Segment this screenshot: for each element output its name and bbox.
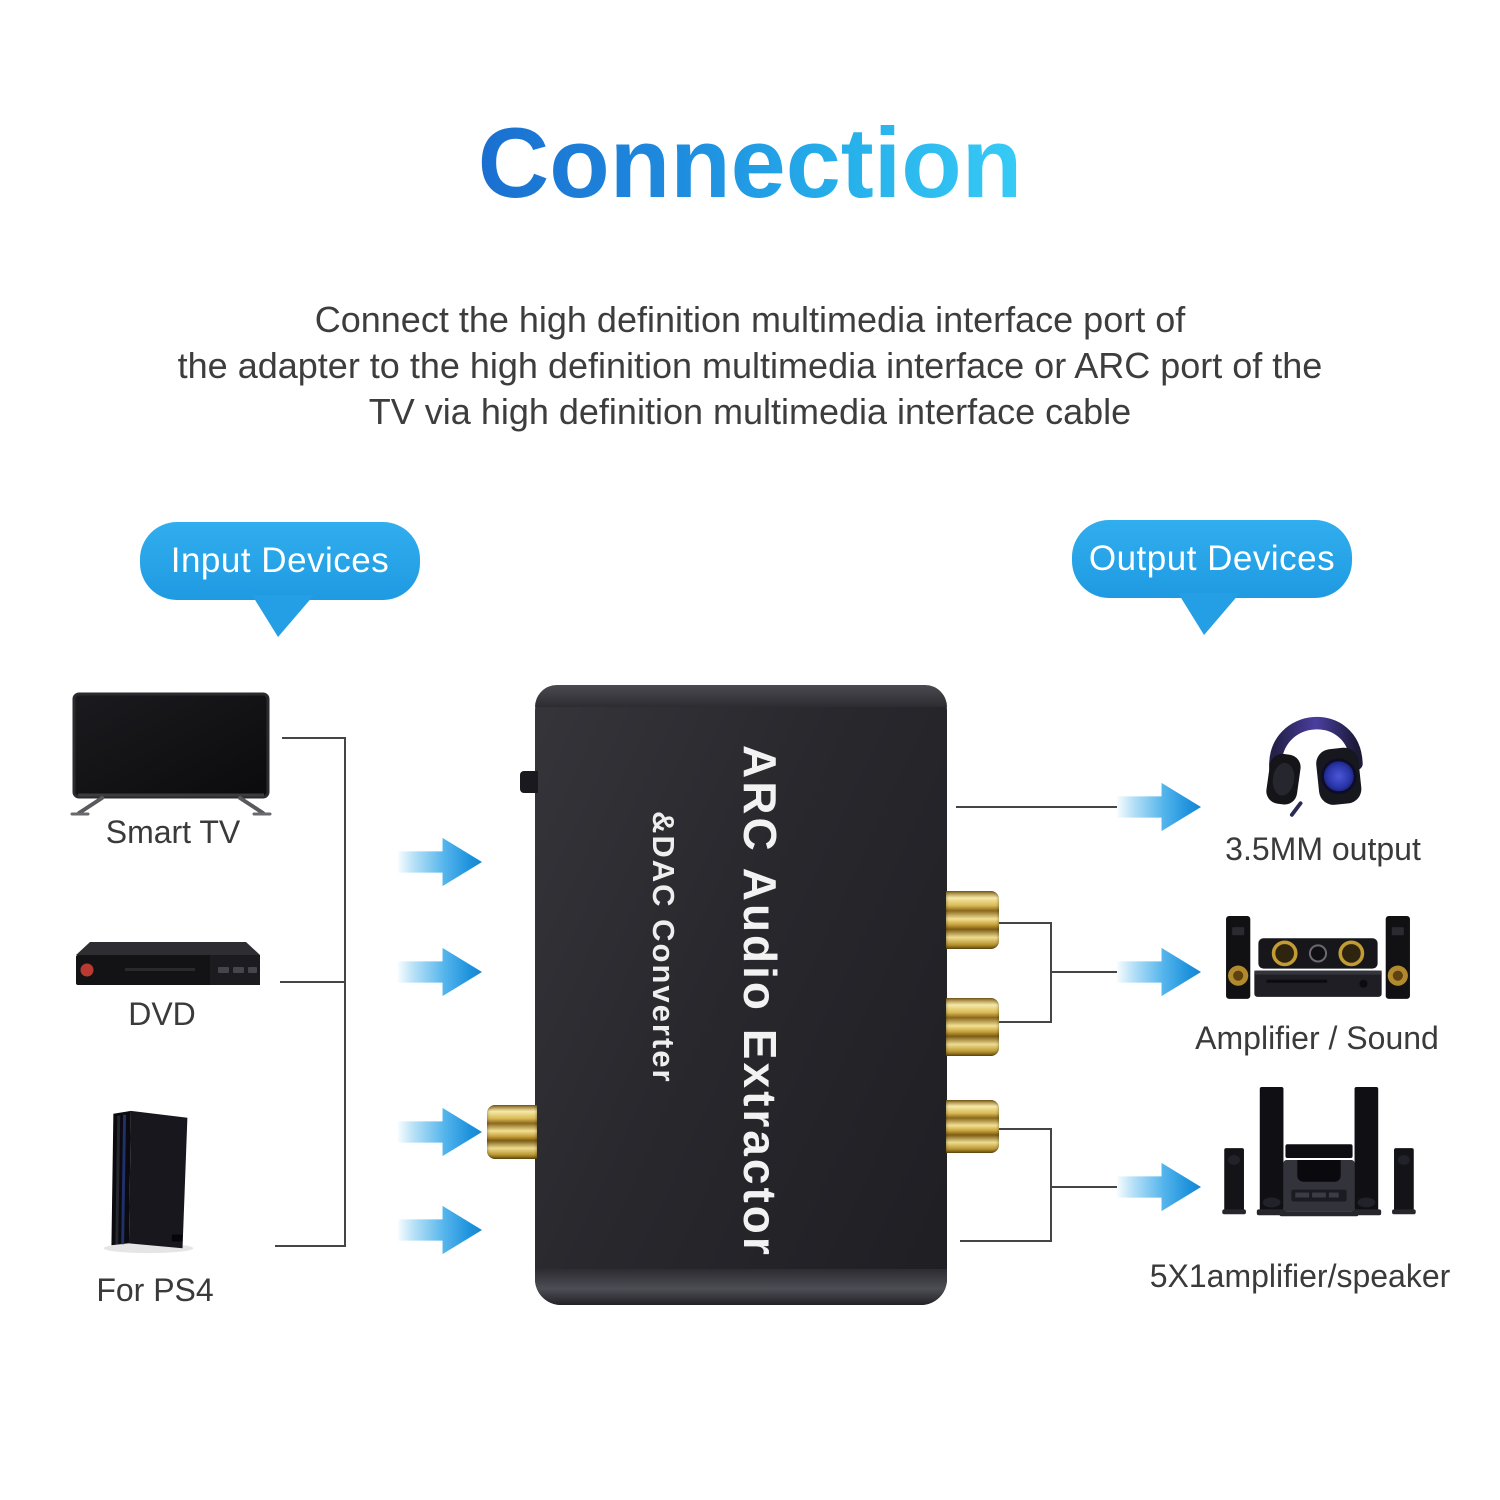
amplifier-sound-icon [1226, 916, 1410, 999]
ps4-connector-line [275, 1245, 346, 1247]
output-bubble-tail [1178, 593, 1240, 635]
description-line-2: the adapter to the high definition multi… [177, 345, 1323, 386]
converter-device: ARC Audio Extractor &DAC Converter [535, 685, 947, 1305]
rca-jack-output-2 [946, 998, 999, 1056]
flow-arrow-icon [398, 1205, 482, 1255]
device-bottom-bevel [535, 1269, 947, 1305]
input-devices-bubble: Input Devices [140, 522, 420, 600]
dvd-label: DVD [128, 996, 196, 1032]
flow-arrow-icon [1117, 1162, 1201, 1212]
dvd-player-icon [76, 942, 260, 985]
speaker-bracket-top-stub [999, 1128, 1052, 1130]
dvd-connector-line [280, 981, 346, 983]
headphones-icon [1266, 716, 1363, 817]
output-devices-bubble: Output Devices [1072, 520, 1352, 598]
description-line-1: Connect the high definition multimedia i… [314, 299, 1186, 340]
rca-jack-input [487, 1105, 537, 1159]
speaker-bracket-vertical [1050, 1128, 1052, 1242]
description-paragraph: Connect the high definition multimedia i… [0, 297, 1500, 435]
rca-jack-output-1 [946, 891, 999, 949]
output-devices-bubble-label: Output Devices [1088, 539, 1336, 578]
input-bus-line [344, 737, 346, 1247]
device-top-bevel [535, 685, 947, 707]
headphones-label: 3.5MM output [1225, 831, 1421, 867]
smart-tv-icon [70, 692, 272, 816]
amplifier-label: Amplifier / Sound [1195, 1020, 1439, 1056]
ps4-console-icon [103, 1110, 194, 1254]
speaker-connector-line [1050, 1186, 1117, 1188]
rca-jack-output-3 [946, 1100, 999, 1153]
page-title-wrap: Connection [0, 106, 1500, 220]
device-side-tab [520, 771, 538, 793]
flow-arrow-icon [1117, 782, 1201, 832]
flow-arrow-icon [1117, 947, 1201, 997]
speaker-5x1-label: 5X1amplifier/speaker [1149, 1258, 1451, 1294]
smart-tv-label: Smart TV [105, 814, 241, 850]
device-title-text: ARC Audio Extractor [734, 745, 786, 1258]
device-subtitle-text: &DAC Converter [646, 811, 681, 1084]
flow-arrow-icon [398, 947, 482, 997]
tv-connector-line [282, 737, 346, 739]
description-line-3: TV via high definition multimedia interf… [368, 391, 1132, 432]
input-devices-bubble-label: Input Devices [170, 541, 390, 580]
page-title: Connection [477, 107, 1023, 218]
speaker-bracket-bottom-stub [960, 1240, 1052, 1242]
flow-arrow-icon [398, 1107, 482, 1157]
input-bubble-tail [252, 595, 314, 637]
amp-connector-line [1050, 971, 1117, 973]
amp-bracket-bottom-stub [999, 1021, 1052, 1023]
speaker-5x1-icon [1222, 1086, 1416, 1217]
amp-bracket-top-stub [999, 922, 1052, 924]
ps4-label: For PS4 [96, 1272, 214, 1308]
flow-arrow-icon [398, 837, 482, 887]
headphone-connector-line [956, 806, 1117, 808]
